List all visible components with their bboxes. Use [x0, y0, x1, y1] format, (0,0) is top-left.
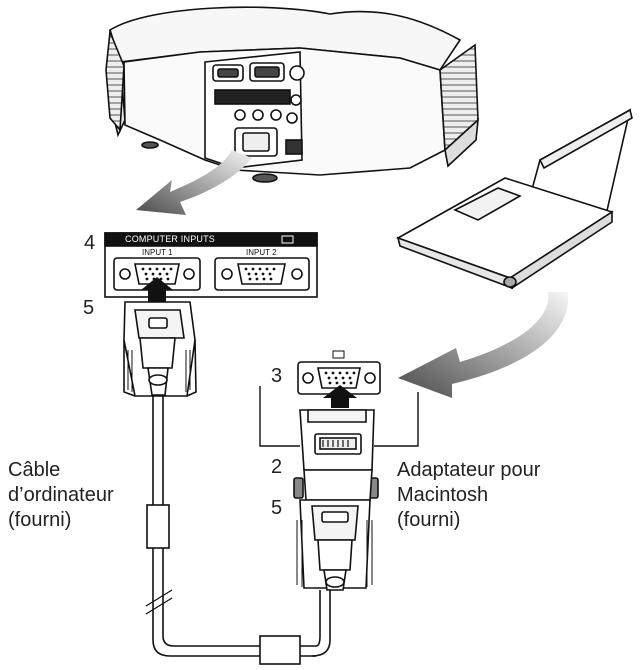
step-5-top-number: 5: [83, 297, 95, 319]
curved-arrow-left: [136, 150, 252, 215]
adapter-caption-line-1: Adaptateur pour: [397, 459, 541, 481]
monitor-icon-adapter: [332, 350, 345, 359]
step-5-bottom-number: 5: [271, 497, 283, 519]
insert-arrow-up-right: [323, 385, 357, 408]
step-2-number: 2: [271, 456, 283, 478]
cable-caption-line-3: (fourni): [8, 509, 72, 531]
vga-pin-dots: [141, 267, 276, 281]
input-2-label: INPUT 2: [246, 248, 277, 257]
adapter-input-port: [297, 361, 381, 395]
cable-path: [145, 395, 331, 665]
adapter-caption-line-3: (fourni): [397, 509, 461, 531]
cable-caption-line-2: d’ordinateur: [8, 484, 114, 506]
curved-arrow-right: [398, 292, 569, 398]
insert-arrow-up-left: [141, 277, 173, 302]
computer-inputs-panel: [104, 232, 318, 298]
step-4-number: 4: [84, 232, 96, 254]
monitor-icon: [281, 235, 294, 244]
computer-cable-connector: [123, 301, 197, 397]
step-3-number: 3: [271, 365, 283, 387]
projector-illustration: [105, 6, 480, 183]
cable-caption-line-1: Câble: [8, 459, 61, 481]
cable-caption: Câble d’ordinateur (fourni): [8, 458, 114, 533]
panel-title: COMPUTER INPUTS: [125, 234, 216, 244]
adapter-port-pins: [324, 371, 356, 385]
macintosh-adapter: [293, 409, 379, 501]
adapter-cable-connector: [296, 499, 373, 591]
adapter-caption: Adaptateur pour Macintosh (fourni): [397, 458, 540, 533]
laptop-illustration: [396, 108, 633, 290]
adapter-bracket: [259, 386, 419, 447]
input-1-label: INPUT 1: [142, 248, 173, 257]
adapter-caption-line-2: Macintosh: [397, 484, 489, 506]
